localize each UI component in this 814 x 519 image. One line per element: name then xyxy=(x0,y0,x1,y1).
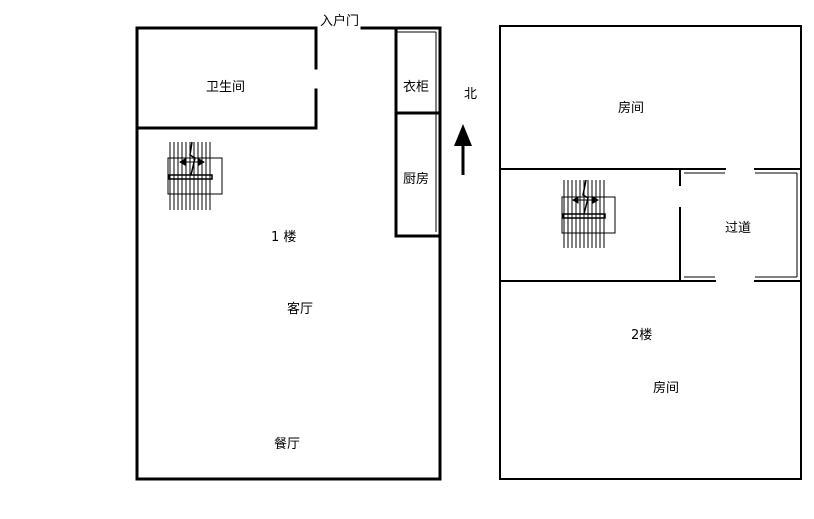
floor1-stairs xyxy=(167,141,223,210)
floor1-wall-inner-lines xyxy=(396,31,437,232)
stair-arrowhead xyxy=(198,158,205,166)
lower-room-label: 房间 xyxy=(653,381,680,396)
stair-arrowhead xyxy=(592,196,599,204)
stair-break-mark xyxy=(582,179,589,215)
stair-handrail xyxy=(168,174,213,180)
north-label: 北 xyxy=(464,87,478,102)
stair-arrowhead xyxy=(572,196,579,204)
compass xyxy=(454,124,472,175)
wardrobe-label: 衣柜 xyxy=(403,80,430,95)
floor2-outer-wall xyxy=(499,25,802,480)
stair-landing-outline xyxy=(167,157,223,195)
floor2-walls xyxy=(499,25,802,480)
upper-room-label: 房间 xyxy=(618,101,645,116)
north-arrow-head xyxy=(454,124,472,146)
living-room-label: 客厅 xyxy=(287,302,314,317)
dining-room-label: 餐厅 xyxy=(274,437,301,452)
floor2-stairs xyxy=(561,179,616,248)
corridor-label: 过道 xyxy=(725,221,752,236)
bathroom-label: 卫生间 xyxy=(206,80,246,95)
floor1-label: 1 楼 xyxy=(271,230,297,245)
stair-arrowhead xyxy=(179,158,186,166)
stair-break-mark xyxy=(189,141,196,176)
floor1-walls xyxy=(135,26,442,481)
kitchen-label: 厨房 xyxy=(403,172,430,187)
entrance-door-label: 入户门 xyxy=(320,14,360,29)
floor2-label: 2楼 xyxy=(631,328,653,343)
stair-landing-outline xyxy=(561,196,616,234)
floor2-wall-inner-lines xyxy=(684,172,798,278)
